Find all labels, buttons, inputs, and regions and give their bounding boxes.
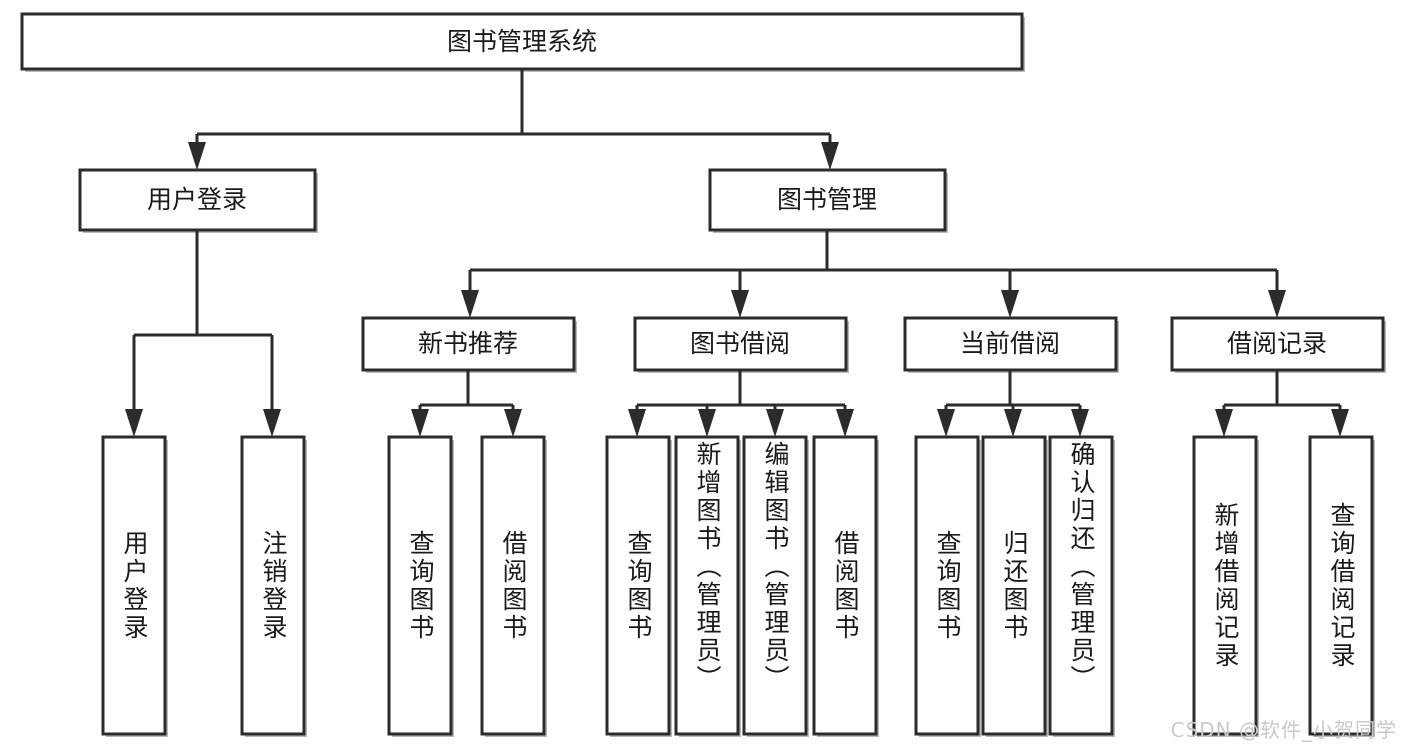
connector-book-management-to-level3 (461, 230, 1286, 318)
arrow-to-leaf-borrow-book-2 (836, 409, 854, 437)
leaf-logout-box (240, 435, 306, 736)
node-leaf-return-book[interactable] (981, 435, 1048, 737)
arrow-to-user-login (188, 142, 206, 170)
book-borrow-box (633, 316, 848, 372)
connector-root-to-level2 (188, 69, 839, 170)
arrow-to-leaf-query-book-1 (411, 409, 429, 437)
node-leaf-borrow-book-2[interactable] (812, 435, 879, 737)
arrow-to-book-borrow (731, 290, 749, 318)
arrow-to-book-management (821, 142, 839, 170)
book-borrow-label: 图书借阅 (690, 329, 790, 358)
arrow-to-leaf-edit-book (766, 409, 784, 437)
leaf-edit-book-label: 编辑图书（管理员） (761, 441, 790, 693)
leaf-logout-label: 注销登录 (259, 529, 288, 642)
node-leaf-add-record[interactable] (1192, 435, 1259, 737)
node-leaf-borrow-book-1[interactable] (480, 435, 547, 737)
leaf-return-book-label: 归还图书 (1000, 529, 1029, 642)
connector-new-book-recommend-to-leaves (411, 370, 522, 437)
leaf-borrow-book-2-label: 借阅图书 (831, 529, 860, 642)
leaf-query-book-2-box (605, 435, 671, 736)
node-leaf-query-record[interactable] (1308, 435, 1375, 737)
leaf-query-book-2-label: 查询图书 (624, 529, 653, 642)
leaf-query-record-box (1308, 435, 1374, 736)
node-book-management[interactable]: 图书管理 (708, 168, 948, 233)
arrow-to-leaf-logout (263, 409, 281, 437)
node-leaf-query-book-1[interactable] (387, 435, 454, 737)
leaf-user-login-label: 用户登录 (120, 529, 149, 642)
user-login-label: 用户登录 (147, 185, 247, 214)
arrow-to-leaf-user-login (125, 409, 143, 437)
leaf-add-book-box (674, 435, 740, 736)
new-book-recommend-label: 新书推荐 (418, 329, 518, 358)
node-leaf-confirm-return[interactable] (1048, 435, 1115, 737)
node-leaf-add-book[interactable] (674, 435, 741, 737)
leaf-edit-book-box (742, 435, 808, 736)
connector-borrow-record-to-leaves (1215, 370, 1349, 437)
book-management-box (708, 168, 947, 232)
root-label: 图书管理系统 (447, 27, 597, 56)
node-book-borrow[interactable]: 图书借阅 (633, 316, 849, 373)
leaf-query-book-3-label: 查询图书 (933, 529, 962, 642)
leaf-query-book-3-box (914, 435, 980, 736)
borrow-record-label: 借阅记录 (1227, 329, 1327, 358)
connector-current-borrow-to-leaves (937, 370, 1089, 437)
connector-user-login-to-leaves (125, 230, 281, 437)
arrow-to-borrow-record (1268, 290, 1286, 318)
root-box (20, 12, 1024, 71)
arrow-to-leaf-query-book-2 (628, 409, 646, 437)
leaf-confirm-return-label: 确认归还（管理员） (1067, 441, 1096, 693)
arrow-to-leaf-confirm-return (1071, 409, 1089, 437)
leaf-query-book-1-box (387, 435, 453, 736)
csdn-watermark: CSDN @软件_小贺同学 (1170, 718, 1397, 742)
node-root[interactable]: 图书管理系统 (20, 12, 1025, 72)
arrow-to-leaf-borrow-book-1 (504, 409, 522, 437)
connector-book-borrow-to-leaves (628, 370, 854, 437)
leaf-return-book-box (981, 435, 1047, 736)
leaf-borrow-book-1-label: 借阅图书 (499, 529, 528, 642)
current-borrow-label: 当前借阅 (960, 329, 1060, 358)
leaf-add-book-label: 新增图书（管理员） (693, 441, 722, 693)
leaf-add-record-label: 新增借阅记录 (1211, 501, 1240, 670)
arrow-to-current-borrow (1001, 290, 1019, 318)
borrow-record-box (1170, 316, 1385, 372)
node-current-borrow[interactable]: 当前借阅 (903, 316, 1119, 373)
arrow-to-leaf-return-book (1004, 409, 1022, 437)
current-borrow-box (903, 316, 1118, 372)
node-new-book-recommend[interactable]: 新书推荐 (361, 316, 577, 373)
node-leaf-logout[interactable] (240, 435, 307, 737)
arrow-to-leaf-query-book-3 (937, 409, 955, 437)
arrow-to-leaf-add-book (698, 409, 716, 437)
leaf-user-login-box (101, 435, 167, 736)
book-management-label: 图书管理 (777, 185, 877, 214)
leaf-borrow-book-1-box (480, 435, 546, 736)
arrow-to-leaf-add-record (1215, 409, 1233, 437)
leaf-query-book-1-label: 查询图书 (406, 529, 435, 642)
user-login-box (78, 168, 317, 232)
node-leaf-query-book-2[interactable] (605, 435, 672, 737)
leaf-borrow-book-2-box (812, 435, 878, 736)
leaf-confirm-return-box (1048, 435, 1114, 736)
node-leaf-edit-book[interactable] (742, 435, 809, 737)
leaf-add-record-box (1192, 435, 1258, 736)
arrow-to-new-book-recommend (461, 290, 479, 318)
node-user-login[interactable]: 用户登录 (78, 168, 318, 233)
node-leaf-user-login[interactable] (101, 435, 168, 737)
arrow-to-leaf-query-record (1331, 409, 1349, 437)
node-borrow-record[interactable]: 借阅记录 (1170, 316, 1386, 373)
node-leaf-query-book-3[interactable] (914, 435, 981, 737)
leaf-query-record-label: 查询借阅记录 (1327, 501, 1356, 670)
